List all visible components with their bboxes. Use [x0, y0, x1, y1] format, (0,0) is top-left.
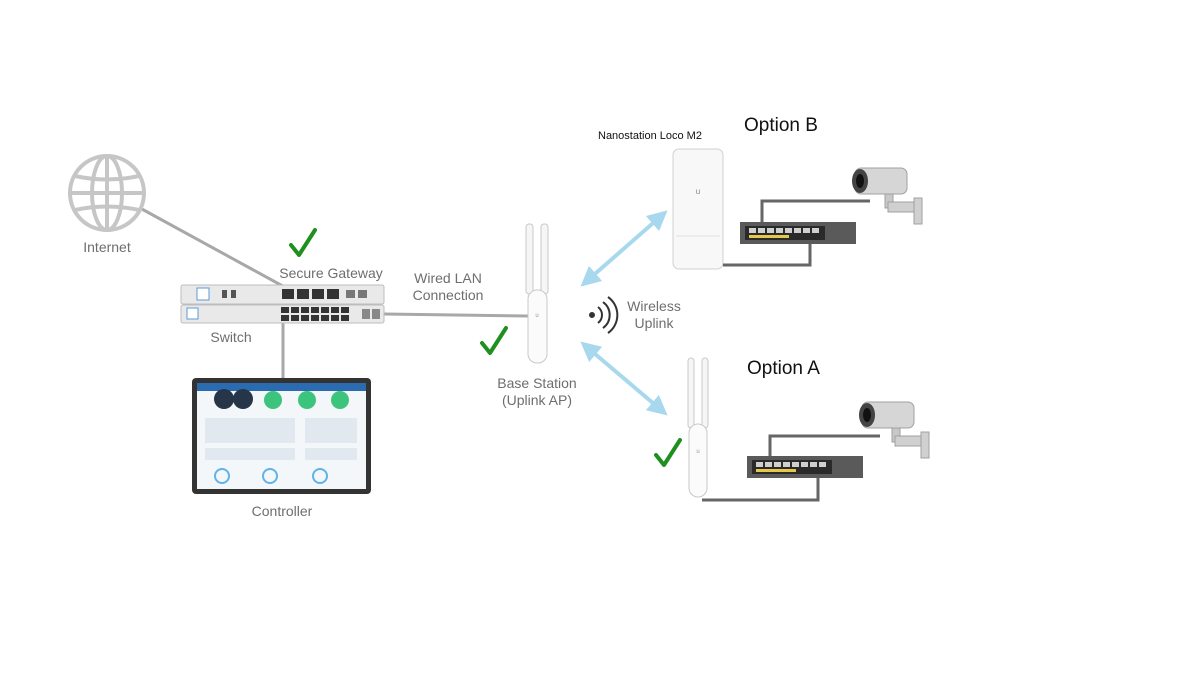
- wifi-signal-icon: [589, 296, 619, 334]
- wireless-uplink-label: Wireless Uplink: [627, 298, 681, 331]
- option-a-cable-ap: [702, 478, 820, 502]
- arrow-to-option-b: [580, 210, 668, 287]
- base-station-label: Base Station (Uplink AP): [497, 375, 577, 408]
- option-b-title: Option B: [744, 115, 818, 136]
- base-station-device: u: [525, 223, 549, 364]
- camera-icon: [852, 167, 923, 225]
- switch-device: [180, 304, 385, 324]
- switch-label: Switch: [210, 329, 252, 345]
- arrow-to-option-a: [580, 341, 668, 416]
- nanostation-device: u: [672, 148, 724, 270]
- check-icon: [654, 438, 682, 467]
- wired-lan-label: Wired LAN Connection: [412, 270, 484, 303]
- poe-switch-icon: [747, 456, 863, 478]
- secure-gateway-device: [180, 284, 385, 305]
- internet-label: Internet: [83, 239, 131, 255]
- check-icon: [289, 228, 317, 257]
- check-icon: [480, 326, 508, 355]
- controller-tablet: [192, 378, 371, 494]
- controller-label: Controller: [251, 503, 313, 519]
- option-b-cable-ap: [723, 244, 812, 267]
- svg-text:u: u: [696, 449, 699, 455]
- option-a-title: Option A: [747, 358, 820, 379]
- svg-text:u: u: [696, 187, 700, 196]
- option-a-ap-device: u: [687, 357, 709, 498]
- nanostation-label: Nanostation Loco M2: [598, 130, 702, 142]
- option-b-cable-cam: [760, 199, 870, 222]
- svg-text:u: u: [535, 313, 538, 319]
- globe-icon: [68, 154, 146, 232]
- camera-icon: [859, 401, 930, 459]
- internet-cable: [139, 206, 291, 292]
- option-a-cable-cam: [768, 434, 880, 456]
- wired-lan-cable: [383, 312, 529, 318]
- poe-switch-icon: [740, 222, 856, 244]
- secure-gateway-label: Secure Gateway: [279, 265, 383, 281]
